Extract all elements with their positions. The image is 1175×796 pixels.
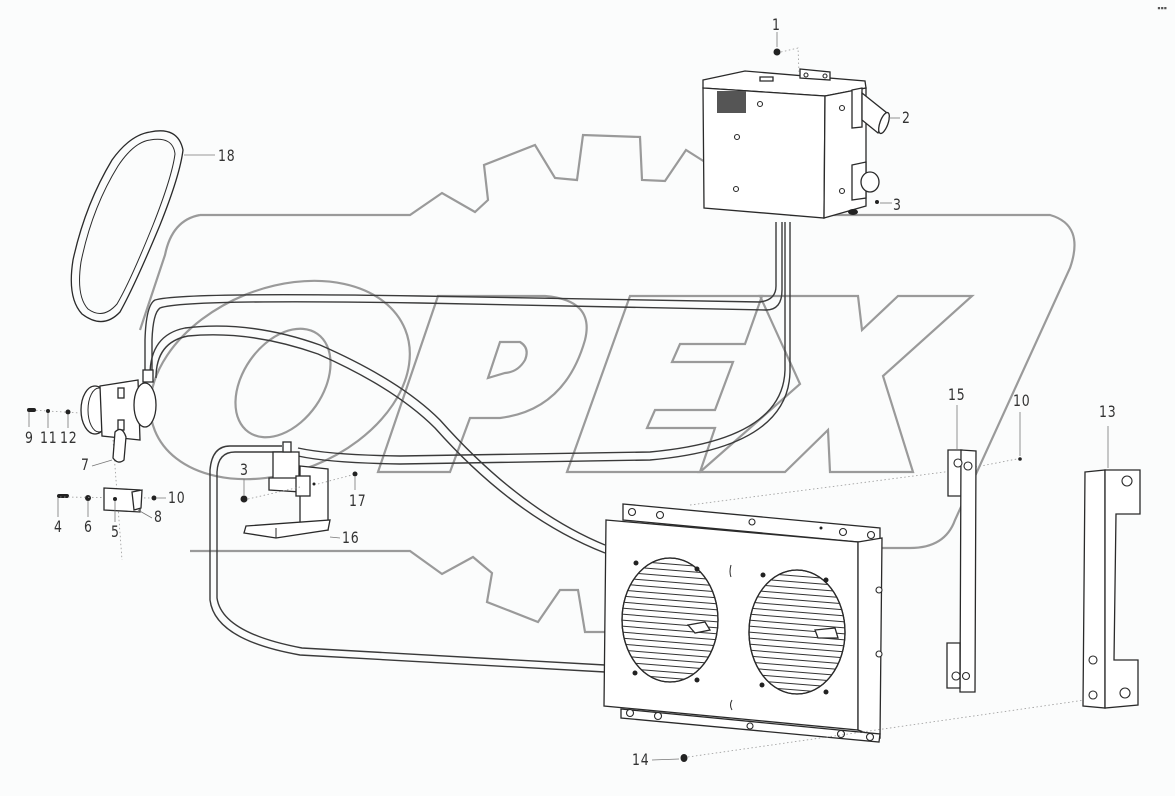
callout-10a: 10 [168, 488, 186, 507]
callout-16: 16 [342, 528, 360, 547]
refrigerant-hoses [144, 222, 791, 673]
condenser [603, 458, 1086, 762]
callout-7: 7 [81, 455, 90, 474]
bracket-15 [946, 405, 1022, 693]
receiver-drier [240, 441, 358, 539]
callout-1: 1 [772, 15, 781, 34]
callout-3a: 3 [893, 195, 902, 214]
callout-3b: 3 [240, 460, 249, 479]
callout-10b: 10 [1013, 391, 1031, 410]
callout-4: 4 [54, 517, 63, 536]
callout-8: 8 [154, 507, 163, 526]
callout-14: 14 [632, 750, 650, 769]
callout-15: 15 [948, 385, 966, 404]
callout-2: 2 [902, 108, 911, 127]
opex-watermark [138, 133, 1076, 634]
callout-12: 12 [60, 428, 78, 447]
callout-13: 13 [1099, 402, 1117, 421]
compressor-hardware [27, 408, 166, 561]
evaporator-unit [702, 32, 900, 219]
corner-mark: ▪▪▪ [1157, 3, 1167, 13]
callout-6: 6 [84, 517, 93, 536]
drive-belt [70, 130, 215, 323]
callout-18: 18 [218, 146, 236, 165]
callout-5: 5 [111, 522, 120, 541]
callout-11: 11 [40, 428, 58, 447]
callout-17: 17 [349, 491, 367, 510]
callout-9: 9 [25, 428, 34, 447]
compressor [80, 369, 157, 441]
bracket-13 [1082, 426, 1141, 709]
